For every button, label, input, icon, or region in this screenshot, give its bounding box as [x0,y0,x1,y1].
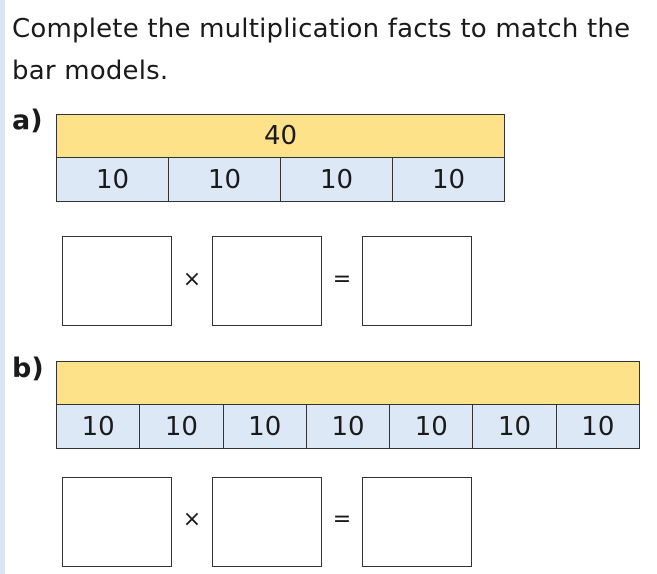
bar-b-part: 10 [222,405,306,448]
bar-a-part: 10 [392,158,504,201]
equals-sign-a: = [332,267,352,292]
answer-box-a-factor2[interactable] [212,236,322,326]
bar-b-part: 10 [389,405,473,448]
bar-a-part: 10 [57,158,168,201]
bar-model-b: 10 10 10 10 10 10 10 [56,361,640,449]
answer-box-a-factor1[interactable] [62,236,172,326]
left-margin-rule [0,0,5,574]
bar-model-a: 40 10 10 10 10 [56,114,505,202]
times-sign-b: × [182,507,202,532]
times-sign-a: × [182,267,202,292]
instruction-text: Complete the multiplication facts to mat… [12,14,631,86]
answer-box-b-factor2[interactable] [212,477,322,567]
part-a-label: a) [12,105,43,136]
bar-a-part: 10 [168,158,280,201]
bar-b-parts: 10 10 10 10 10 10 10 [56,405,640,449]
bar-b-part: 10 [305,405,390,448]
answer-box-b-product[interactable] [362,477,472,567]
answer-box-b-factor1[interactable] [62,477,172,567]
bar-b-part: 10 [472,405,556,448]
bar-b-part: 10 [555,405,639,448]
answer-box-a-product[interactable] [362,236,472,326]
part-b-label: b) [12,353,44,384]
bar-a-parts: 10 10 10 10 [56,158,505,202]
equals-sign-b: = [332,507,352,532]
bar-a-part: 10 [280,158,392,201]
bar-b-part: 10 [139,405,223,448]
bar-b-whole [56,361,640,405]
bar-a-whole: 40 [56,114,505,158]
bar-b-part: 10 [57,405,140,448]
